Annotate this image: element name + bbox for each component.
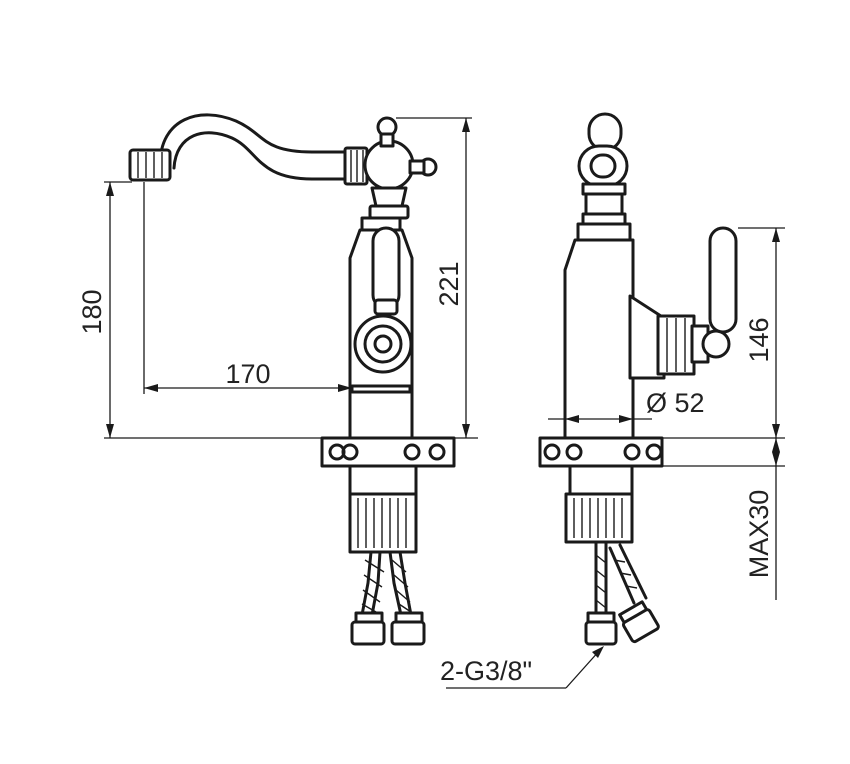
side-body [563, 226, 738, 440]
total-height-label: 221 [434, 261, 464, 306]
hoses [350, 550, 426, 646]
base-diameter-label: Ø 52 [646, 388, 705, 418]
spout-height-label: 180 [77, 289, 107, 334]
side-view [538, 112, 738, 646]
base-flange [320, 436, 456, 496]
handle-height-label: 146 [744, 317, 774, 362]
lock-nut [348, 492, 418, 554]
side-hoses [584, 540, 660, 646]
spout [128, 113, 347, 182]
dimension-lines [104, 117, 785, 689]
spout-reach-label: 170 [225, 359, 270, 389]
body [348, 216, 414, 442]
dimension-labels: 180 170 221 146 Ø 52 MAX30 2-G3/8" [77, 261, 774, 686]
max-counter-thickness-label: MAX30 [744, 490, 774, 579]
front-view [128, 113, 456, 646]
side-base-flange [538, 436, 664, 544]
side-top-handle [576, 112, 632, 242]
hose-connection-label: 2-G3/8" [440, 656, 532, 686]
top-valve [343, 116, 438, 220]
